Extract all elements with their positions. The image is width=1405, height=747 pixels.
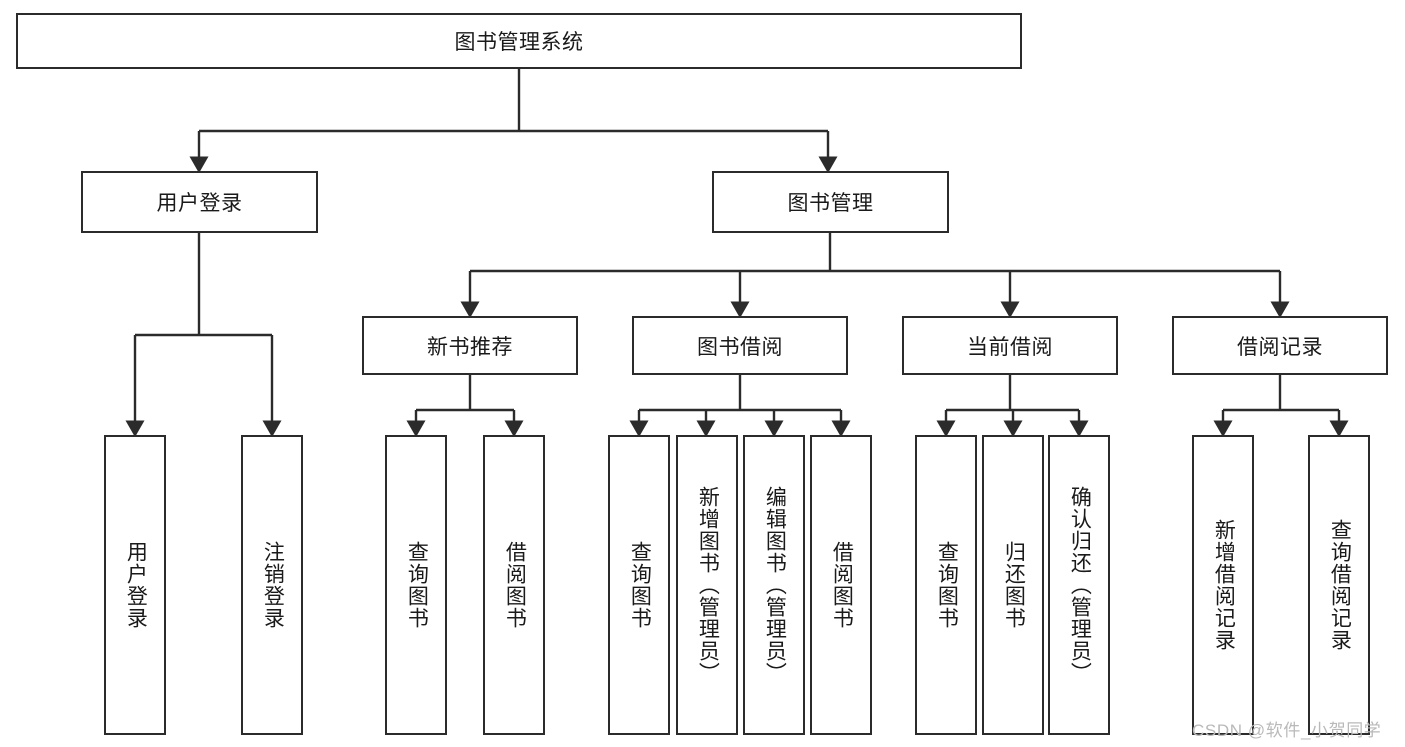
- leaf-label: 查询图书: [628, 541, 652, 629]
- node-current-borrow-label: 当前借阅: [967, 335, 1053, 359]
- node-book-borrow-label: 图书借阅: [697, 335, 783, 359]
- node-user-login-label: 用户登录: [156, 192, 243, 215]
- leaf-user-login-0[interactable]: 用户登录: [104, 435, 166, 735]
- leaf-user-login-1[interactable]: 注销登录: [241, 435, 303, 735]
- leaf-label: 确认归还（管理员）: [1068, 486, 1092, 684]
- leaf-book-borrow-0[interactable]: 查询图书: [608, 435, 670, 735]
- node-book-borrow[interactable]: 图书借阅: [632, 316, 848, 375]
- leaf-label: 新增图书（管理员）: [696, 486, 720, 684]
- node-current-borrow[interactable]: 当前借阅: [902, 316, 1118, 375]
- node-user-login[interactable]: 用户登录: [81, 171, 318, 233]
- leaf-label: 编辑图书（管理员）: [763, 486, 787, 684]
- node-new-book-recommend[interactable]: 新书推荐: [362, 316, 578, 375]
- leaf-borrow-record-1[interactable]: 查询借阅记录: [1308, 435, 1370, 735]
- node-root-label: 图书管理系统: [454, 31, 584, 54]
- leaf-label: 借阅图书: [830, 541, 854, 629]
- leaf-book-borrow-2[interactable]: 编辑图书（管理员）: [743, 435, 805, 735]
- node-root[interactable]: 图书管理系统: [16, 13, 1022, 69]
- leaf-label: 查询图书: [935, 541, 959, 629]
- leaf-label: 借阅图书: [503, 541, 527, 629]
- leaf-label: 查询借阅记录: [1328, 519, 1352, 651]
- leaf-label: 查询图书: [405, 541, 429, 629]
- leaf-label: 注销登录: [261, 541, 285, 629]
- node-book-manage-label: 图书管理: [787, 192, 874, 215]
- leaf-current-borrow-0[interactable]: 查询图书: [915, 435, 977, 735]
- node-borrow-record[interactable]: 借阅记录: [1172, 316, 1388, 375]
- leaf-current-borrow-2[interactable]: 确认归还（管理员）: [1048, 435, 1110, 735]
- leaf-label: 用户登录: [124, 541, 148, 629]
- node-new-book-recommend-label: 新书推荐: [427, 335, 513, 359]
- leaf-new-book-recommend-0[interactable]: 查询图书: [385, 435, 447, 735]
- leaf-book-borrow-3[interactable]: 借阅图书: [810, 435, 872, 735]
- leaf-current-borrow-1[interactable]: 归还图书: [982, 435, 1044, 735]
- node-book-manage[interactable]: 图书管理: [712, 171, 949, 233]
- leaf-borrow-record-0[interactable]: 新增借阅记录: [1192, 435, 1254, 735]
- leaf-label: 新增借阅记录: [1212, 519, 1236, 651]
- node-borrow-record-label: 借阅记录: [1237, 335, 1323, 359]
- leaf-new-book-recommend-1[interactable]: 借阅图书: [483, 435, 545, 735]
- leaf-label: 归还图书: [1002, 541, 1026, 629]
- leaf-book-borrow-1[interactable]: 新增图书（管理员）: [676, 435, 738, 735]
- watermark: CSDN @软件_小贺同学: [1192, 721, 1382, 740]
